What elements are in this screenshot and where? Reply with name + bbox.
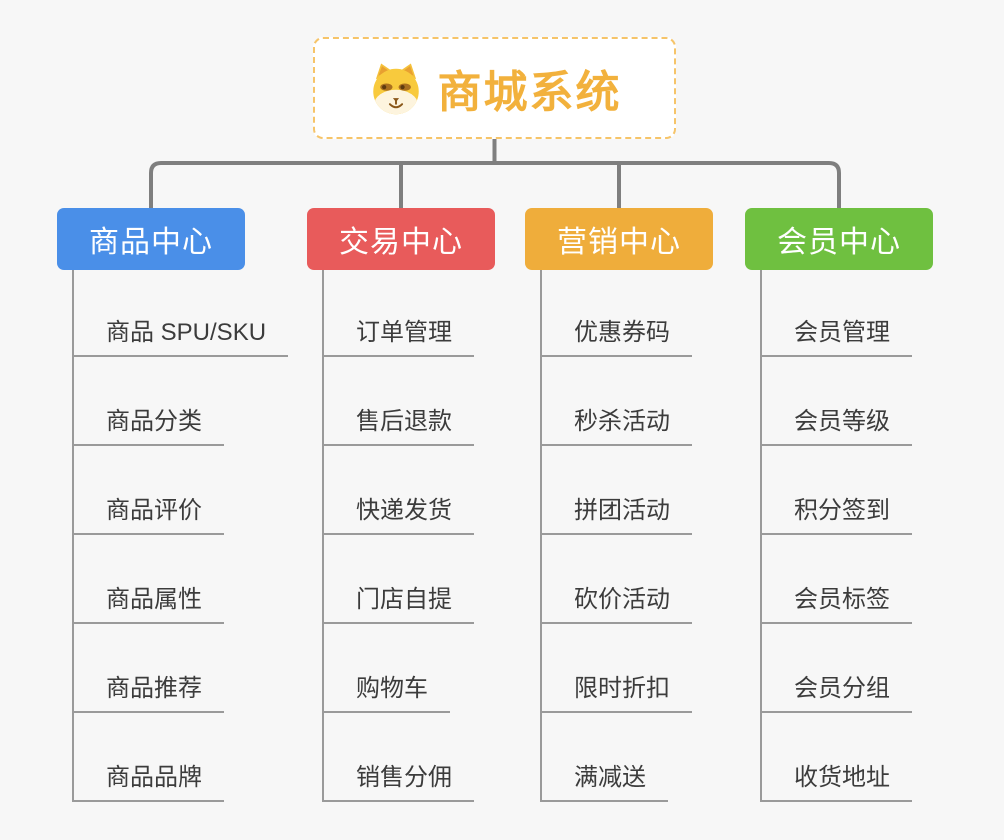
leaf-node[interactable]: 商品品牌 xyxy=(72,762,224,802)
leaf-node[interactable]: 会员分组 xyxy=(760,673,912,713)
leaf-node[interactable]: 优惠券码 xyxy=(540,317,692,357)
leaf-node[interactable]: 售后退款 xyxy=(322,406,474,446)
branch-spine xyxy=(540,270,542,802)
leaf-node[interactable]: 商品 SPU/SKU xyxy=(72,317,289,357)
branch-member-center: 会员中心 会员管理 会员等级 积分签到 会员标签 会员分组 收货地址 xyxy=(745,208,933,802)
leaf-node[interactable]: 积分签到 xyxy=(760,495,912,535)
leaf-node[interactable]: 砍价活动 xyxy=(540,584,692,624)
branch-spine xyxy=(760,270,762,802)
leaf-node[interactable]: 快递发货 xyxy=(322,495,474,535)
doge-face-icon xyxy=(368,60,424,116)
leaf-node[interactable]: 订单管理 xyxy=(322,317,474,357)
leaf-node[interactable]: 限时折扣 xyxy=(540,673,692,713)
leaf-node[interactable]: 购物车 xyxy=(322,673,450,713)
branch-product-center: 商品中心 商品 SPU/SKU 商品分类 商品评价 商品属性 商品推荐 商品品牌 xyxy=(57,208,289,802)
leaf-node[interactable]: 商品分类 xyxy=(72,406,224,446)
leaf-node[interactable]: 收货地址 xyxy=(760,762,912,802)
branch-spine xyxy=(72,270,74,802)
branch-node-trade-center[interactable]: 交易中心 xyxy=(307,208,495,270)
leaf-node[interactable]: 会员管理 xyxy=(760,317,912,357)
leaf-node[interactable]: 会员标签 xyxy=(760,584,912,624)
leaf-node[interactable]: 秒杀活动 xyxy=(540,406,692,446)
leaf-node[interactable]: 商品评价 xyxy=(72,495,224,535)
leaf-node[interactable]: 拼团活动 xyxy=(540,495,692,535)
branch-marketing-center: 营销中心 优惠券码 秒杀活动 拼团活动 砍价活动 限时折扣 满减送 xyxy=(525,208,713,802)
leaf-node[interactable]: 销售分佣 xyxy=(322,762,474,802)
leaf-node[interactable]: 会员等级 xyxy=(760,406,912,446)
leaf-node[interactable]: 商品推荐 xyxy=(72,673,224,713)
leaf-node[interactable]: 商品属性 xyxy=(72,584,224,624)
leaf-node[interactable]: 满减送 xyxy=(540,762,668,802)
branch-node-product-center[interactable]: 商品中心 xyxy=(57,208,245,270)
branch-spine xyxy=(322,270,324,802)
branch-node-marketing-center[interactable]: 营销中心 xyxy=(525,208,713,270)
branch-node-member-center[interactable]: 会员中心 xyxy=(745,208,933,270)
root-node[interactable]: 商城系统 xyxy=(313,37,676,139)
root-label: 商城系统 xyxy=(437,68,622,117)
branch-trade-center: 交易中心 订单管理 售后退款 快递发货 门店自提 购物车 销售分佣 xyxy=(307,208,495,802)
leaf-node[interactable]: 门店自提 xyxy=(322,584,474,624)
